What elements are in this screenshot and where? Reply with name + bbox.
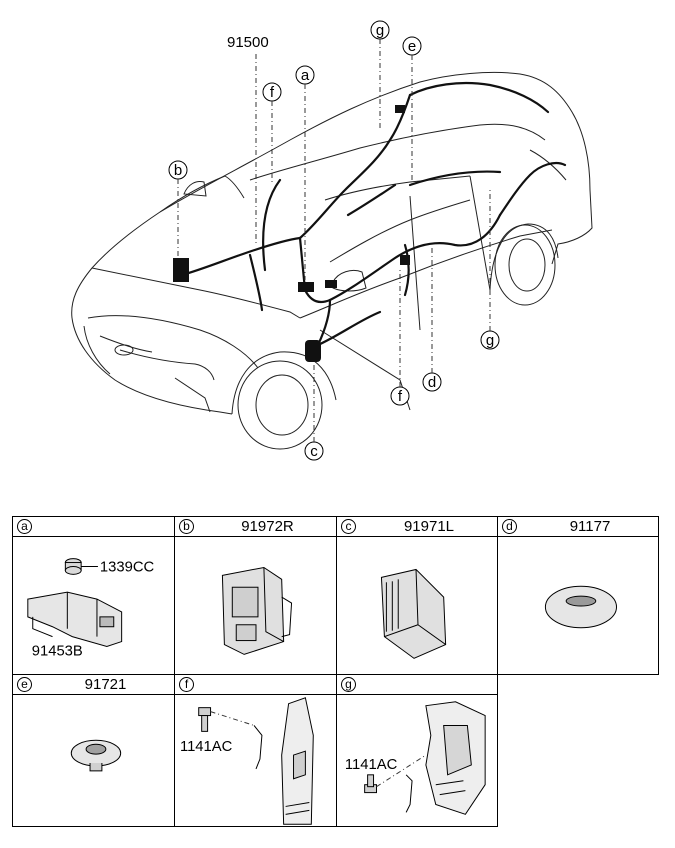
grommet-91721-icon — [70, 739, 122, 772]
svg-text:g: g — [486, 332, 494, 349]
car-body-outline — [71, 71, 593, 450]
cell-letter-a: a — [17, 519, 32, 534]
cell-letter-b: b — [179, 519, 194, 534]
cell-f-illustration: 1141AC — [180, 697, 314, 825]
cell-g-illustration: 1141AC — [345, 701, 486, 815]
part-number-b: 91972R — [241, 518, 294, 535]
cell-letter-f: f — [179, 677, 194, 692]
callout-f-upper: f — [262, 82, 282, 185]
nut-1339cc-icon — [64, 558, 98, 575]
part-number-c: 91971L — [403, 518, 455, 535]
callout-d: d — [422, 248, 442, 392]
bolt-1141ac-icon — [198, 707, 255, 732]
cell-letter-d: d — [502, 519, 517, 534]
wiring-harness-overview: 91500 a b f g e c f d — [71, 20, 593, 461]
bracket-91453b-icon — [27, 591, 123, 648]
callout-91500: 91500 — [227, 34, 269, 245]
cell-g: g 1141AC — [336, 674, 498, 827]
svg-text:d: d — [428, 374, 436, 391]
bolt-1141ac-icon-g — [364, 754, 427, 794]
svg-text:e: e — [408, 38, 416, 55]
grommet-91177-icon — [544, 585, 618, 629]
harness-part-number: 91500 — [227, 34, 269, 51]
label-91453b: 91453B — [32, 643, 83, 659]
callout-g-lower: g — [480, 190, 500, 350]
cell-f: f 1141AC — [174, 674, 337, 827]
cell-letter-c: c — [341, 519, 356, 534]
label-1141ac-f: 1141AC — [180, 739, 233, 755]
callout-e: e — [402, 36, 422, 186]
cell-a: a 1339CC 91453B — [12, 516, 175, 675]
svg-text:a: a — [301, 67, 310, 84]
svg-text:c: c — [310, 443, 318, 460]
svg-text:f: f — [398, 388, 403, 405]
part-number-e: 91721 — [84, 676, 127, 693]
cell-letter-e: e — [17, 677, 32, 692]
callout-a: a — [295, 65, 315, 280]
callout-c: c — [304, 362, 324, 461]
callout-f-lower: f — [390, 270, 410, 406]
cell-b: b 91972R — [174, 516, 337, 675]
cell-e: e 91721 — [12, 674, 175, 827]
cell-letter-g: g — [341, 677, 356, 692]
connector-91972r-icon — [221, 566, 293, 655]
cell-c: c 91971L — [336, 516, 498, 675]
svg-text:g: g — [376, 22, 384, 39]
connector-91971l-icon — [380, 568, 447, 659]
part-number-d: 91177 — [569, 518, 611, 535]
cell-d: d 91177 — [497, 516, 659, 675]
callout-b: b — [168, 160, 188, 258]
label-1141ac-g: 1141AC — [345, 757, 398, 773]
parts-table: a 1339CC 91453B b 91972R — [12, 516, 659, 827]
label-1339cc: 1339CC — [100, 559, 155, 575]
callout-g-upper: g — [370, 20, 390, 130]
wiring-harness — [173, 81, 567, 362]
svg-text:b: b — [174, 162, 182, 179]
svg-text:f: f — [270, 84, 275, 101]
cell-a-illustration: 1339CC 91453B — [27, 558, 155, 659]
